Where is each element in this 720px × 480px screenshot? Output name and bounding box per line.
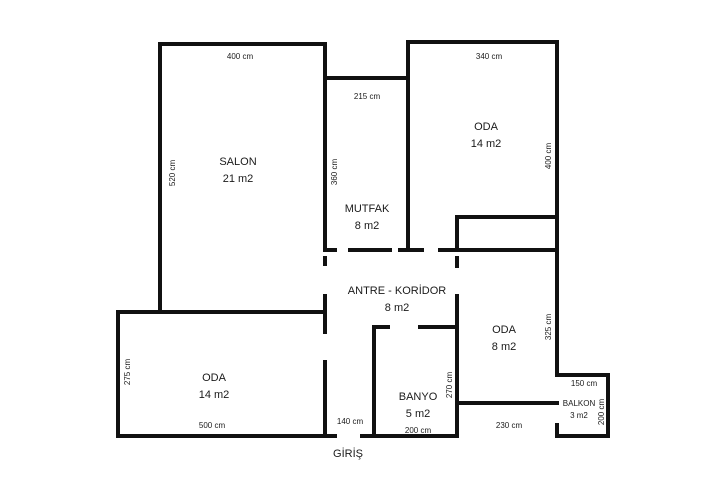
balkon-area: 3 m2 [570, 411, 588, 420]
dim-oda-left-height: 275 cm [123, 359, 132, 386]
dim-mutfak-width: 215 cm [354, 92, 381, 101]
dim-mutfak-height: 360 cm [330, 159, 339, 186]
dim-oda-top-height: 400 cm [544, 143, 553, 170]
oda-top-name: ODA [474, 121, 499, 133]
dim-oda-right-width: 230 cm [496, 421, 523, 430]
oda-top-area: 14 m2 [471, 138, 502, 150]
mutfak-name: MUTFAK [345, 203, 390, 215]
dim-balkon-width: 150 cm [571, 379, 598, 388]
oda-right-area: 8 m2 [492, 341, 516, 353]
banyo-area: 5 m2 [406, 408, 430, 420]
dim-oda-top-width: 340 cm [476, 52, 503, 61]
dim-banyo-width: 200 cm [405, 426, 432, 435]
mutfak-area: 8 m2 [355, 220, 379, 232]
dim-oda-left-width: 500 cm [199, 421, 226, 430]
dim-salon-height: 520 cm [168, 160, 177, 187]
walls [116, 40, 610, 438]
oda-right-name: ODA [492, 324, 517, 336]
oda-left-area: 14 m2 [199, 389, 230, 401]
oda-left-name: ODA [202, 372, 227, 384]
salon-name: SALON [219, 156, 256, 168]
salon-area: 21 m2 [223, 173, 254, 185]
antre-name: ANTRE - KORİDOR [348, 284, 446, 297]
antre-area: 8 m2 [385, 302, 409, 314]
balkon-name: BALKON [563, 399, 596, 408]
entrance-label: GİRİŞ [333, 447, 363, 460]
dim-banyo-height: 270 cm [445, 372, 454, 399]
dim-entrance-width: 140 cm [337, 417, 364, 426]
dim-balkon-height: 200 cm [597, 399, 606, 426]
dim-salon-width: 400 cm [227, 52, 254, 61]
banyo-name: BANYO [399, 391, 438, 403]
dim-oda-right-height: 325 cm [544, 314, 553, 341]
